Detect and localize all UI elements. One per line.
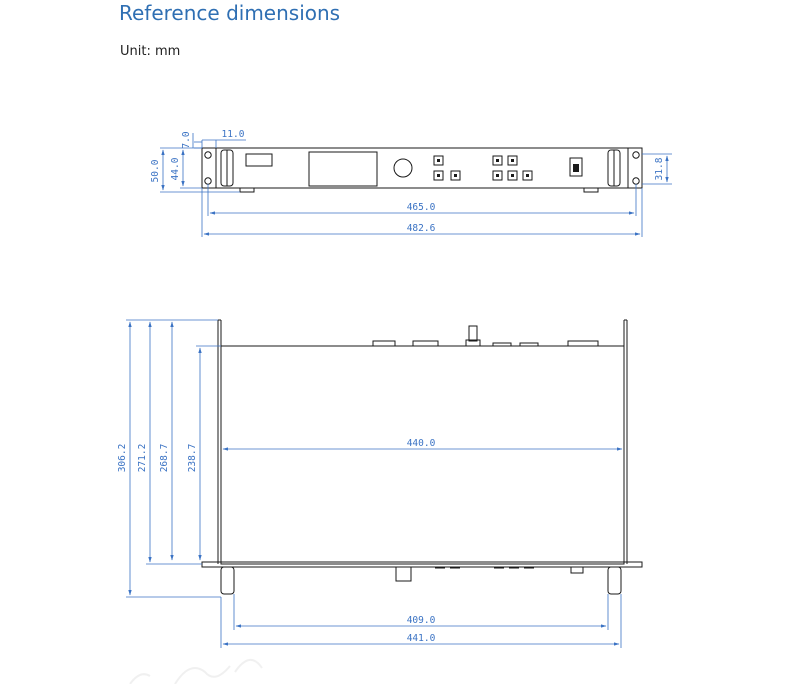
dim-268-7-label: 268.7 <box>159 444 170 473</box>
rear-connector <box>567 340 599 347</box>
top-body-outline <box>220 345 625 565</box>
dim-482-6-label: 482.6 <box>407 223 436 234</box>
front-panel-strip <box>201 561 643 568</box>
rack-hole-icon <box>632 177 640 185</box>
power-switch-icon <box>570 566 584 574</box>
rack-hole-icon <box>204 177 212 185</box>
left-handle <box>220 566 235 595</box>
foot <box>239 187 255 193</box>
front-view: 7.0 11.0 50.0 44.0 31.8 465.0 482.6 <box>150 129 672 237</box>
rack-hole-icon <box>204 151 212 159</box>
button-group-left <box>433 155 461 181</box>
dim-271-2-label: 271.2 <box>137 444 148 473</box>
knob-icon <box>395 566 412 582</box>
dim-465-label: 465.0 <box>407 202 436 213</box>
page-title: Reference dimensions <box>119 1 341 25</box>
rear-connector <box>519 342 539 347</box>
dim-44-label: 44.0 <box>170 157 181 180</box>
rear-connector <box>412 340 439 347</box>
bnc-connector-icon <box>468 325 478 342</box>
dim-306-2-label: 306.2 <box>117 444 128 473</box>
dim-50-label: 50.0 <box>150 159 161 182</box>
rear-connector <box>372 340 396 347</box>
rack-hole-icon <box>632 151 640 159</box>
front-port <box>245 153 273 167</box>
front-panel-outline <box>201 147 643 189</box>
button-group-right <box>492 155 533 181</box>
foot <box>583 187 599 193</box>
knob-icon <box>393 158 413 178</box>
dim-31-8-label: 31.8 <box>654 157 665 180</box>
watermark <box>129 659 263 684</box>
dim-409-label: 409.0 <box>407 615 436 626</box>
unit-label: Unit: mm <box>120 44 181 59</box>
dim-7-label: 7.0 <box>181 131 192 148</box>
right-handle <box>607 566 622 595</box>
dim-441-label: 441.0 <box>407 633 436 644</box>
dim-440-label: 440.0 <box>407 438 436 449</box>
dim-11-label: 11.0 <box>222 129 245 140</box>
power-switch-icon <box>569 157 583 177</box>
lcd-screen <box>308 151 378 187</box>
top-view: 440.0 306.2 271.2 268.7 238.7 409.0 441.… <box>117 319 643 648</box>
dim-238-7-label: 238.7 <box>187 444 198 473</box>
rear-connector <box>492 342 512 347</box>
